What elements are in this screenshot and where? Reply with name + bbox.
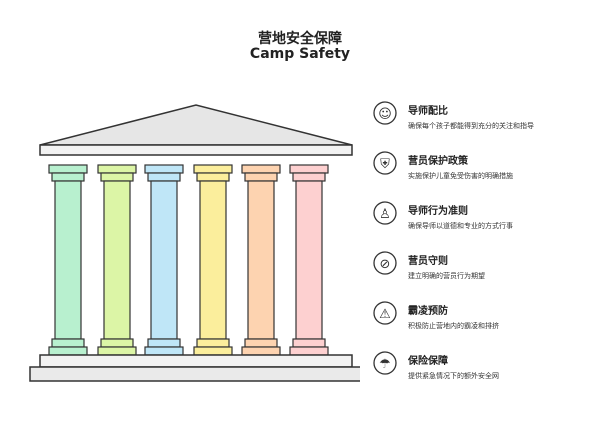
column-shaft <box>54 180 82 340</box>
pillar-title: 营员守则 <box>408 256 448 267</box>
pillar-description: 实施保护儿童免受伤害的明确措施 <box>408 172 513 180</box>
column-base-upper <box>196 338 230 348</box>
pillar-title: 导师配比 <box>408 106 448 117</box>
column-shaft <box>247 180 275 340</box>
column-capital <box>289 164 329 174</box>
column-base <box>289 346 329 356</box>
column-base <box>241 346 281 356</box>
column-capital-lower <box>147 172 181 182</box>
column-capital-lower <box>244 172 278 182</box>
column-shaft <box>103 180 131 340</box>
column-base-upper <box>292 338 326 348</box>
pillar-description: 确保导师以道德和专业的方式行事 <box>408 222 513 230</box>
column-base-upper <box>147 338 181 348</box>
column-shaft <box>199 180 227 340</box>
column-capital-lower <box>51 172 85 182</box>
column-capital-lower <box>100 172 134 182</box>
column-base <box>144 346 184 356</box>
pillar-description: 提供紧急情况下的额外安全网 <box>408 372 499 380</box>
pillar-title: 营员保护政策 <box>408 156 468 167</box>
safety-net-icon: ☂ <box>373 351 397 375</box>
svg-text:☺: ☺ <box>378 107 392 122</box>
diagram-subtitle: Camp Safety <box>249 46 351 62</box>
column-capital <box>48 164 88 174</box>
column-base-upper <box>51 338 85 348</box>
column-base <box>97 346 137 356</box>
column-base-upper <box>100 338 134 348</box>
pillar-description: 建立明确的营员行为期望 <box>408 272 485 280</box>
column-base <box>193 346 233 356</box>
column-capital <box>193 164 233 174</box>
pillar-title: 保险保障 <box>408 356 448 367</box>
shield-person-icon: ⛨ <box>373 151 397 175</box>
svg-text:⛨: ⛨ <box>380 157 390 172</box>
svg-text:⊘: ⊘ <box>380 257 391 272</box>
column-base <box>48 346 88 356</box>
temple-roof <box>39 104 353 146</box>
column-capital <box>144 164 184 174</box>
column-shaft <box>295 180 323 340</box>
person-conduct-icon: ♙ <box>373 201 397 225</box>
pillar-description: 积极防止营地内的霸凌和排挤 <box>408 322 499 330</box>
no-violation-icon: ⊘ <box>373 251 397 275</box>
svg-text:☂: ☂ <box>379 357 391 372</box>
column-shaft <box>150 180 178 340</box>
svg-text:⚠: ⚠ <box>379 307 391 322</box>
pillar-title: 导师行为准则 <box>408 206 468 217</box>
mentors-group-icon: ☺ <box>373 101 397 125</box>
temple-base-step-1 <box>39 354 353 368</box>
diagram-title: 营地安全保障 <box>258 31 342 47</box>
pillar-title: 霸凌预防 <box>408 306 448 317</box>
anti-bullying-sign-icon: ⚠ <box>373 301 397 325</box>
temple-entablature <box>39 144 353 156</box>
column-capital <box>97 164 137 174</box>
temple-diagram <box>29 104 360 382</box>
svg-text:♙: ♙ <box>379 207 391 222</box>
column-base-upper <box>244 338 278 348</box>
temple-base-step-2 <box>29 366 360 382</box>
column-capital-lower <box>196 172 230 182</box>
column-capital <box>241 164 281 174</box>
pillar-description: 确保每个孩子都能得到充分的关注和指导 <box>408 122 534 130</box>
column-capital-lower <box>292 172 326 182</box>
